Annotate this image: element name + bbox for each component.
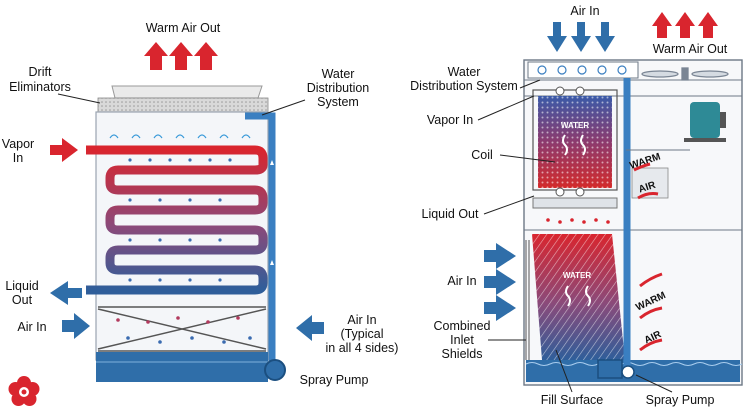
left-spray-pump-label: Spray Pump (300, 373, 369, 387)
right-combined-label-1: Combined (434, 319, 491, 333)
right-mid-drops (546, 218, 610, 224)
right-pump-icon (597, 359, 635, 379)
left-fill-section (97, 306, 267, 352)
left-drift-eliminator (97, 97, 269, 113)
air-in-typical-label-3: in all 4 sides) (326, 341, 399, 355)
liquid-out-label-2: Out (12, 293, 33, 307)
drift-label-1: Drift (29, 65, 52, 79)
right-warm-air-arrows (652, 12, 718, 38)
right-fan-icon (641, 67, 729, 81)
left-coil-droplets (128, 158, 232, 282)
left-warm-air-arrows (144, 42, 218, 70)
right-water-dist-label-1: Water (448, 65, 481, 79)
right-coil-label: Coil (471, 148, 493, 162)
right-combined-label-3: Shields (442, 347, 483, 361)
flower-logo-icon (8, 376, 40, 406)
drift-label-2: Eliminators (9, 80, 71, 94)
left-warm-air-out-label: Warm Air Out (146, 21, 221, 35)
right-air-in-label: Air In (447, 274, 476, 288)
left-coil (86, 145, 268, 295)
right-water-lower-label: WATER (563, 271, 592, 280)
left-spray-pump (264, 359, 286, 381)
right-motor-icon (684, 102, 726, 142)
right-liquid-out-label: Liquid Out (422, 207, 480, 221)
left-basin (96, 352, 268, 382)
right-top-nozzles (537, 65, 627, 75)
right-left-air-in-arrows (484, 243, 516, 321)
vapor-in-label-2: In (13, 151, 23, 165)
left-pipe-arrows (270, 160, 274, 265)
right-tower: Air In Warm Air Out WATER (410, 4, 743, 407)
right-water-dist-label-2: Distribution System (410, 79, 518, 93)
right-air-side-label: AIR (637, 179, 658, 195)
right-lower-wavy-arrows (565, 285, 591, 307)
water-dist-label-3: System (317, 95, 359, 109)
water-dist-label-1: Water (322, 67, 355, 81)
right-coil-header-circles (555, 86, 585, 197)
left-top-cap (111, 85, 263, 99)
left-air-in-side-arrow (296, 315, 324, 341)
right-air-in-arrows (547, 22, 615, 52)
left-tower: Warm Air Out (2, 21, 399, 387)
right-vapor-in-label: Vapor In (427, 113, 473, 127)
left-air-in-label: Air In (17, 320, 46, 334)
right-spray-pump-label: Spray Pump (646, 393, 715, 407)
left-air-in-arrow (62, 313, 90, 339)
right-air-in-top-label: Air In (570, 4, 599, 18)
air-in-typical-label-2: (Typical (340, 327, 383, 341)
water-dist-label-2: Distribution (307, 81, 370, 95)
left-vapor-in-arrow (50, 138, 78, 162)
right-combined-label-2: Inlet (450, 333, 474, 347)
right-mid-platform (532, 197, 618, 209)
vapor-in-label-1: Vapor (2, 137, 34, 151)
right-water-upper-label: WATER (561, 121, 590, 130)
right-upper-wavy-arrows (562, 134, 586, 156)
right-warm-air-out-label: Warm Air Out (653, 42, 728, 56)
right-fill-surface-label: Fill Surface (541, 393, 604, 407)
left-water-pipe (245, 112, 276, 368)
left-spray-nozzles (109, 134, 251, 139)
left-liquid-out-arrow (50, 281, 82, 305)
liquid-out-label-1: Liquid (5, 279, 38, 293)
right-lower-air-arrows (639, 272, 663, 352)
air-in-typical-label-1: Air In (347, 313, 376, 327)
